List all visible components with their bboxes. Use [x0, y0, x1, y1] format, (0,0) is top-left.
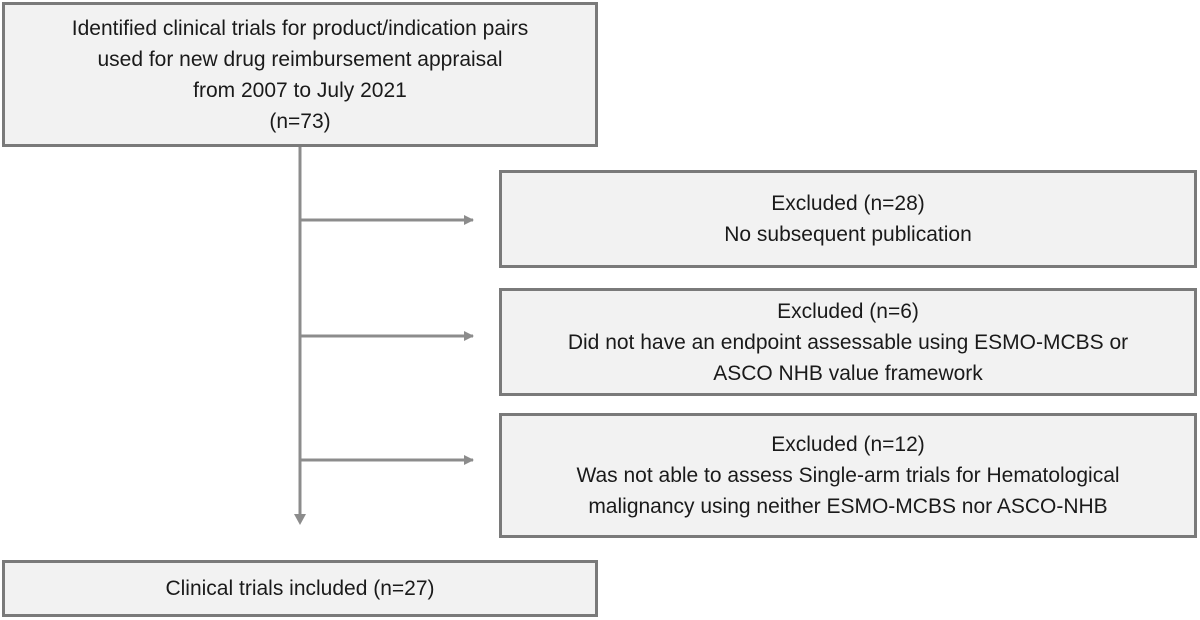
excluded-3-count: Excluded (n=12): [771, 433, 925, 456]
excluded-1-reason: No subsequent publication: [724, 223, 972, 246]
excluded-2-reason-line-1: Did not have an endpoint assessable usin…: [567, 330, 1129, 354]
included-trials-label: Clinical trials included (n=27): [165, 577, 435, 600]
identified-trials-box: Identified clinical trials for product/i…: [2, 2, 598, 147]
included-trials-box: Clinical trials included (n=27): [2, 560, 598, 617]
main-arrowhead: [294, 514, 306, 525]
excluded-3-reason-line-2: malignancy using neither ESMO-MCBS nor A…: [588, 495, 1108, 518]
excluded-no-endpoint-box: Excluded (n=6) Did not have an endpoint …: [499, 288, 1197, 396]
identified-trials-line-1: Identified clinical trials for product/i…: [71, 16, 529, 40]
excluded-2-count: Excluded (n=6): [777, 299, 919, 323]
excluded-2-reason-line-2: ASCO NHB value framework: [713, 361, 983, 385]
identified-trials-line-3: from 2007 to July 2021: [193, 78, 407, 102]
excluded-3-reason-line-1: Was not able to assess Single-arm trials…: [576, 464, 1120, 487]
identified-trials-line-2: used for new drug reimbursement appraisa…: [97, 47, 503, 71]
identified-trials-count: (n=73): [269, 109, 331, 133]
excluded-single-arm-box: Excluded (n=12) Was not able to assess S…: [499, 413, 1197, 538]
excluded-1-count: Excluded (n=28): [771, 192, 925, 215]
excluded-no-publication-box: Excluded (n=28) No subsequent publicatio…: [499, 170, 1197, 268]
